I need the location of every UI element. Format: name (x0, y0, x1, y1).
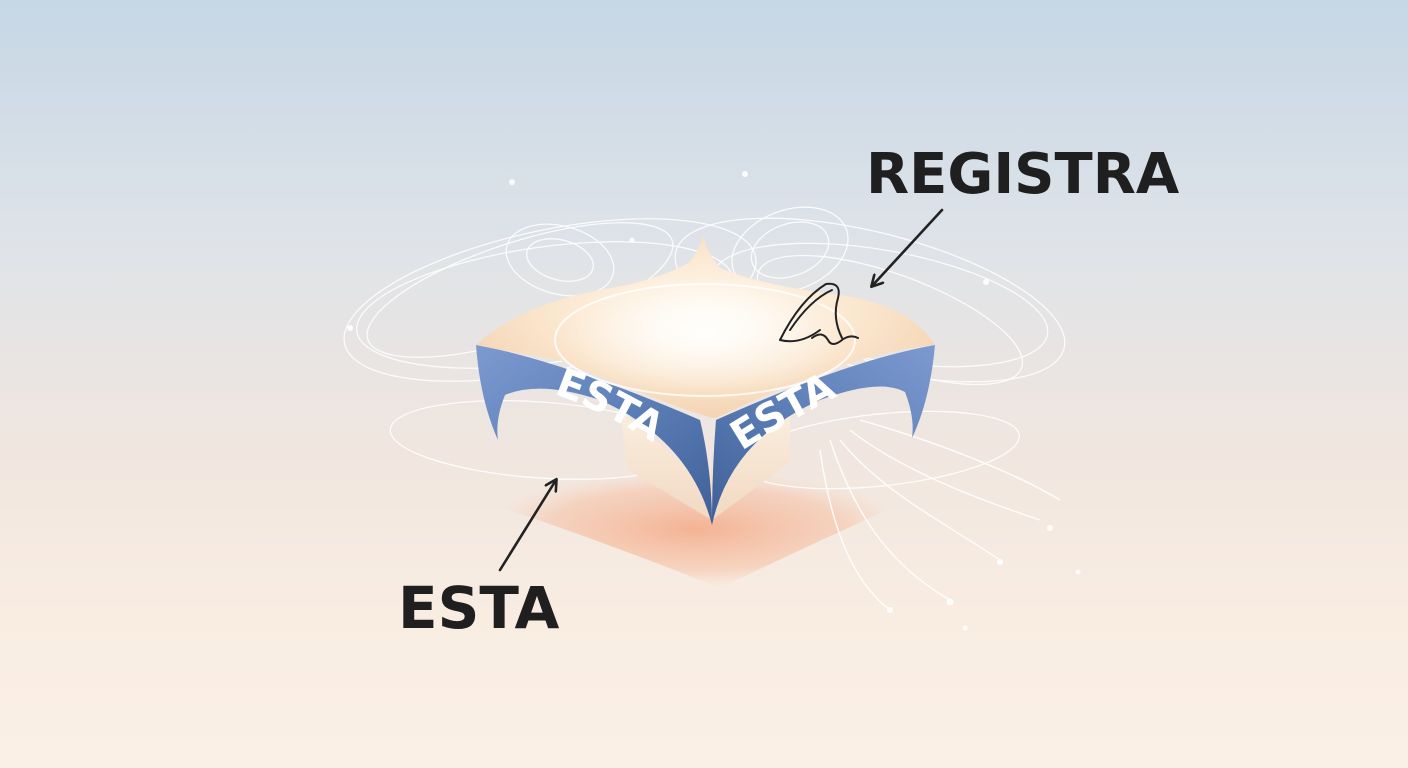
esta-callout-label: ESTA (398, 574, 560, 642)
object-side-face (620, 410, 790, 520)
registra-pointer-arrow (872, 208, 944, 286)
band-right (712, 345, 935, 525)
registra-callout-label: REGISTRA (866, 142, 1180, 207)
object-top-glow (560, 275, 850, 395)
sparkle-dots (347, 171, 1081, 631)
band-left (476, 345, 712, 525)
pen-signature-icon (779, 282, 859, 345)
flowing-wires (819, 419, 1061, 611)
object-top-rim (554, 283, 856, 397)
esta-pointer-arrow (498, 480, 556, 572)
peach-shadow (480, 470, 910, 588)
